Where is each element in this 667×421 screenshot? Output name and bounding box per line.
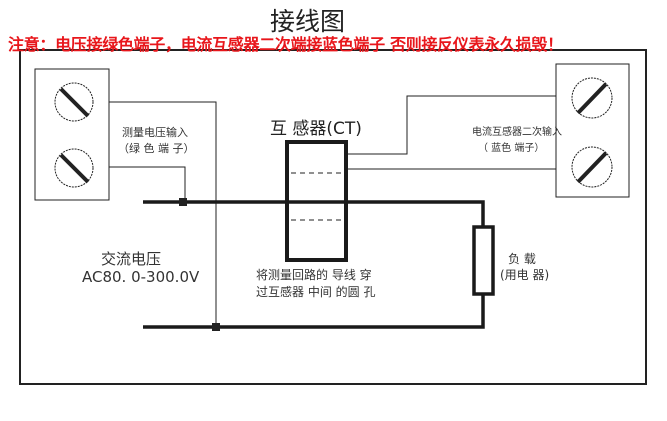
current-terminal-sub: （ 蓝色 端子） [478,143,545,154]
ac-voltage-label: 交流电压 [101,250,162,268]
screw-icon [54,82,94,122]
current-terminal-label: 电流互感器二次输入 [472,127,562,138]
diagram-title: 接线图 [270,7,346,36]
junction-dot [179,198,187,206]
current-transformer [285,140,348,262]
junction-dot [212,323,220,331]
main-circuit [143,200,485,329]
screw-icon [54,148,94,188]
current-terminal-block [555,63,630,198]
ct-note-line2: 过互感器 中间 的圆 孔 [256,285,376,299]
load-resistor [472,225,495,296]
voltage-terminal-label: 测量电压输入 [122,126,188,139]
signal-wires [109,95,556,327]
ct-note-line1: 将测量回路的 导线 穿 [256,268,372,282]
warning-text: 注意：电压接绿色端子，电流互感器二次端接蓝色端子 否则接反仪表永久损毁！ [8,35,563,54]
voltage-terminal-sub: （绿 色 端 子） [118,142,195,155]
load-label: 负 载 [508,252,536,266]
outer-frame [19,49,647,385]
screw-icon [571,77,613,119]
voltage-terminal-block [34,68,110,201]
screw-icon [571,146,613,188]
load-sub: (用电 器) [500,268,550,282]
ac-voltage-range: AC80. 0-300.0V [82,268,200,286]
ct-label: 互 感器(CT) [270,119,362,139]
